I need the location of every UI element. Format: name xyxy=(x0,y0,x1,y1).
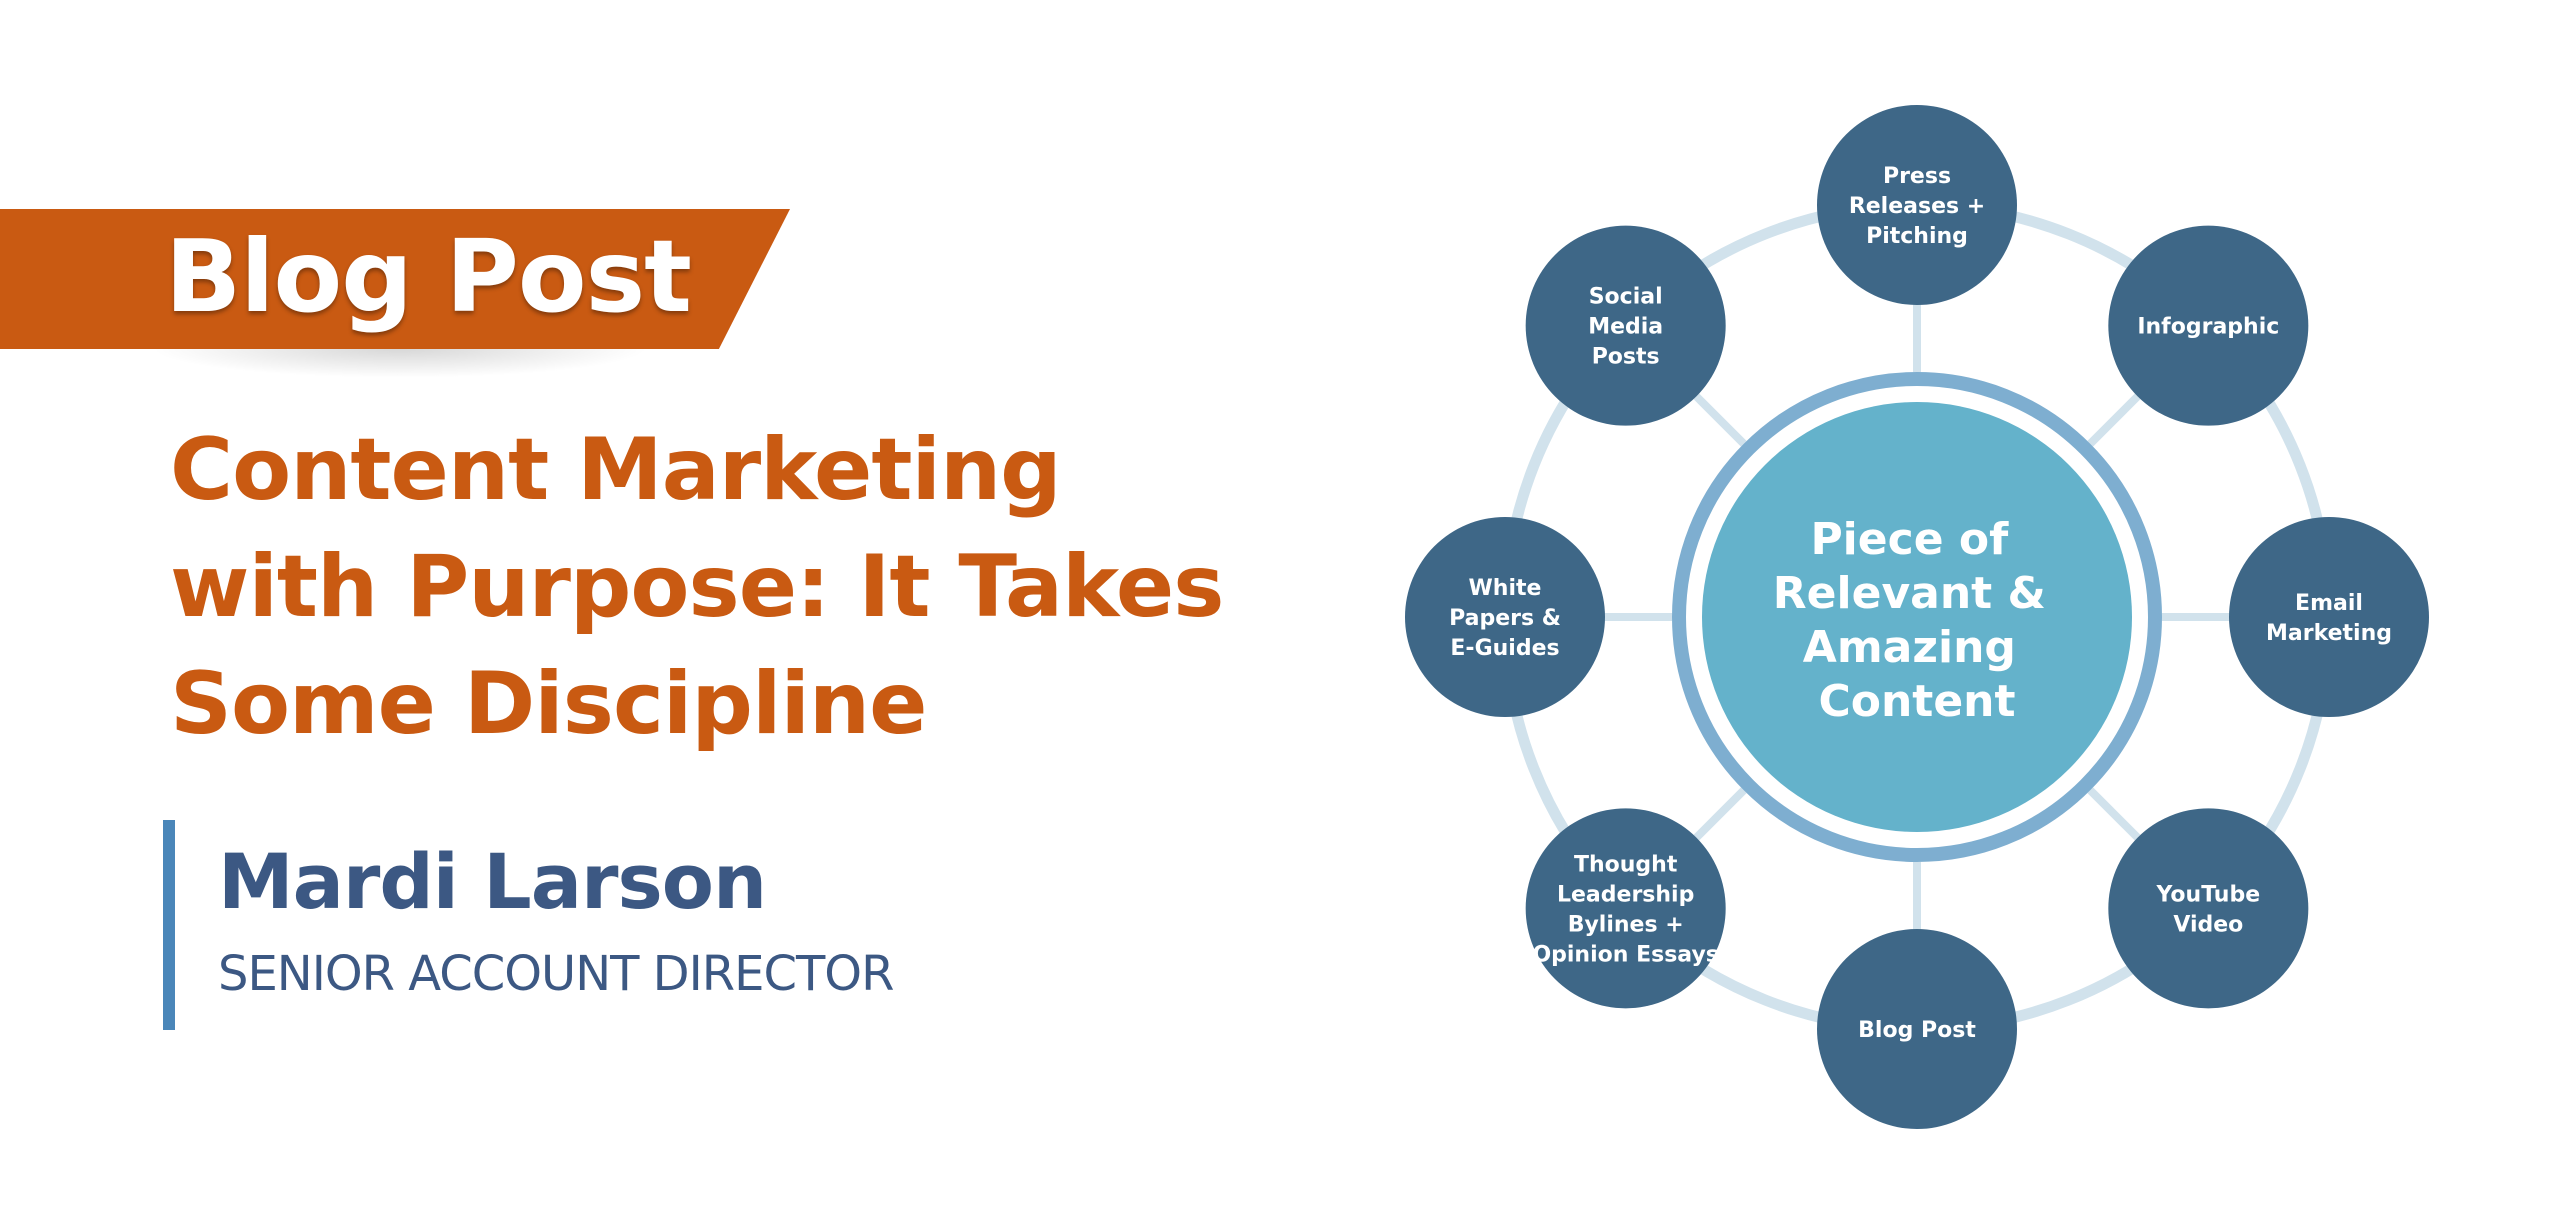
node-circle xyxy=(1405,517,1605,717)
node-label-line: Video xyxy=(2173,912,2243,937)
node-label-line: Blog Post xyxy=(1858,1018,1976,1043)
node-label-line: Press xyxy=(1883,164,1951,189)
node-circle xyxy=(1817,105,2017,305)
banner-shadow xyxy=(150,348,650,378)
author-name: Mardi Larson xyxy=(218,837,767,926)
node-circle xyxy=(1525,225,1726,426)
hub-circle xyxy=(1702,402,2132,832)
title-line: Some Discipline xyxy=(170,654,927,754)
node-label-line: Social xyxy=(1589,285,1663,310)
node-label-line: Infographic xyxy=(2137,315,2279,340)
node-circle xyxy=(1525,808,1726,1009)
node-label-line: Papers & xyxy=(1449,606,1561,631)
node-label-line: Thought xyxy=(1574,852,1678,877)
node-label-line: Leadership xyxy=(1557,882,1694,907)
banner-label: Blog Post xyxy=(165,218,692,335)
hub-label-line: Amazing xyxy=(1803,622,2016,673)
node-label: Blog Post xyxy=(1858,1018,1976,1043)
article-title: Content Marketing with Purpose: It Takes… xyxy=(170,412,1320,763)
node-circle xyxy=(2108,808,2309,1009)
node-label-line: White xyxy=(1469,576,1542,601)
author-accent-bar xyxy=(163,820,175,1030)
author-role: SENIOR ACCOUNT DIRECTOR xyxy=(218,946,894,1002)
node-label-line: Releases + xyxy=(1849,194,1985,219)
node-label-line: YouTube xyxy=(2156,882,2261,907)
node-circle xyxy=(2229,517,2429,717)
node-label-line: Media xyxy=(1588,315,1663,340)
hub-label: Piece of Relevant & Amazing Content xyxy=(1773,514,2061,727)
infographic-node: Infographic xyxy=(2108,225,2309,426)
hub-label-line: Piece of xyxy=(1810,514,2009,565)
node-label-line: Email xyxy=(2295,591,2363,616)
node-label-line: Marketing xyxy=(2266,621,2392,646)
node-label-line: Pitching xyxy=(1866,224,1968,249)
node-circle xyxy=(2108,225,2309,426)
node-label-line: Bylines + xyxy=(1568,912,1684,937)
node-circle xyxy=(1817,929,2017,1129)
title-line: with Purpose: It Takes xyxy=(170,537,1224,637)
node-label: Infographic xyxy=(2137,315,2279,340)
hub-label-line: Content xyxy=(1818,676,2015,727)
blog-post-node: Blog Post xyxy=(1817,929,2017,1129)
node-label-line: E-Guides xyxy=(1450,636,1559,661)
hub-ring xyxy=(1672,372,2162,862)
node-label-line: Posts xyxy=(1592,345,1660,370)
node-label-line: Opinion Essays xyxy=(1532,942,1718,967)
hub-label-line: Relevant & xyxy=(1773,568,2046,619)
blog-post-banner xyxy=(0,209,790,349)
title-line: Content Marketing xyxy=(170,420,1062,520)
